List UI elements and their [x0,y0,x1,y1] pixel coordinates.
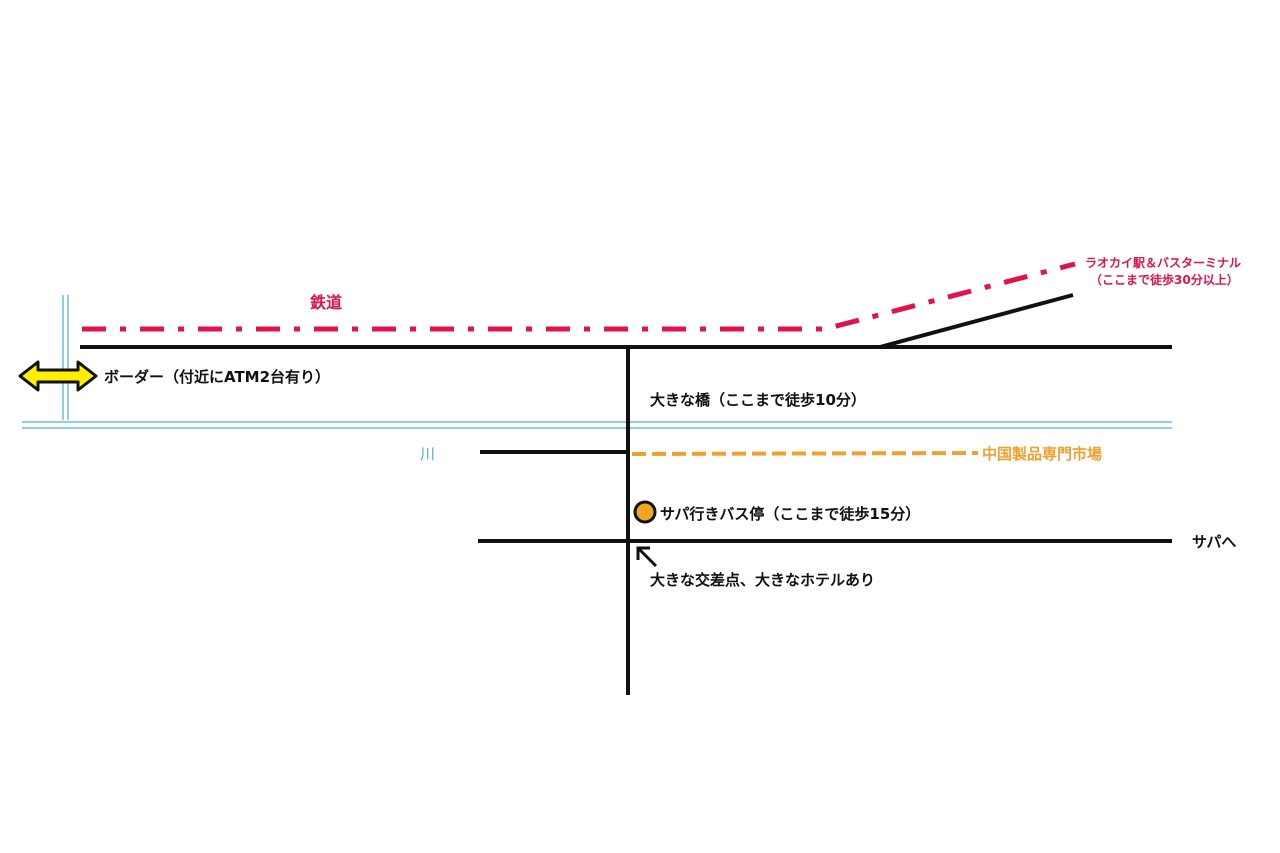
road-diagonal [879,293,1074,349]
circle-marker-icon [633,500,657,524]
railway-line [82,261,1076,332]
river-label: 川 [420,445,436,463]
arrow-up-left-icon [636,546,658,568]
station-note: （ここまで徒歩30分以上） [1090,273,1239,287]
market-street [631,451,979,456]
railway-label: 鉄道 [310,293,343,312]
bus-stop-label: サパ行きバス停（ここまで徒歩15分） [660,505,921,523]
bridge-label: 大きな橋（ここまで徒歩10分） [650,391,866,409]
to-sapa-label: サパへ [1192,533,1237,551]
border-line [62,295,69,420]
market-label: 中国製品専門市場 [982,445,1103,463]
border-label: ボーダー（付近にATM2台有り） [104,368,331,386]
station-label: ラオカイ駅＆バスターミナル [1085,256,1242,270]
river [22,421,1172,429]
intersection-label: 大きな交差点、大きなホテルあり [650,571,876,589]
roads [80,293,1172,695]
double-arrow-icon [18,360,98,392]
